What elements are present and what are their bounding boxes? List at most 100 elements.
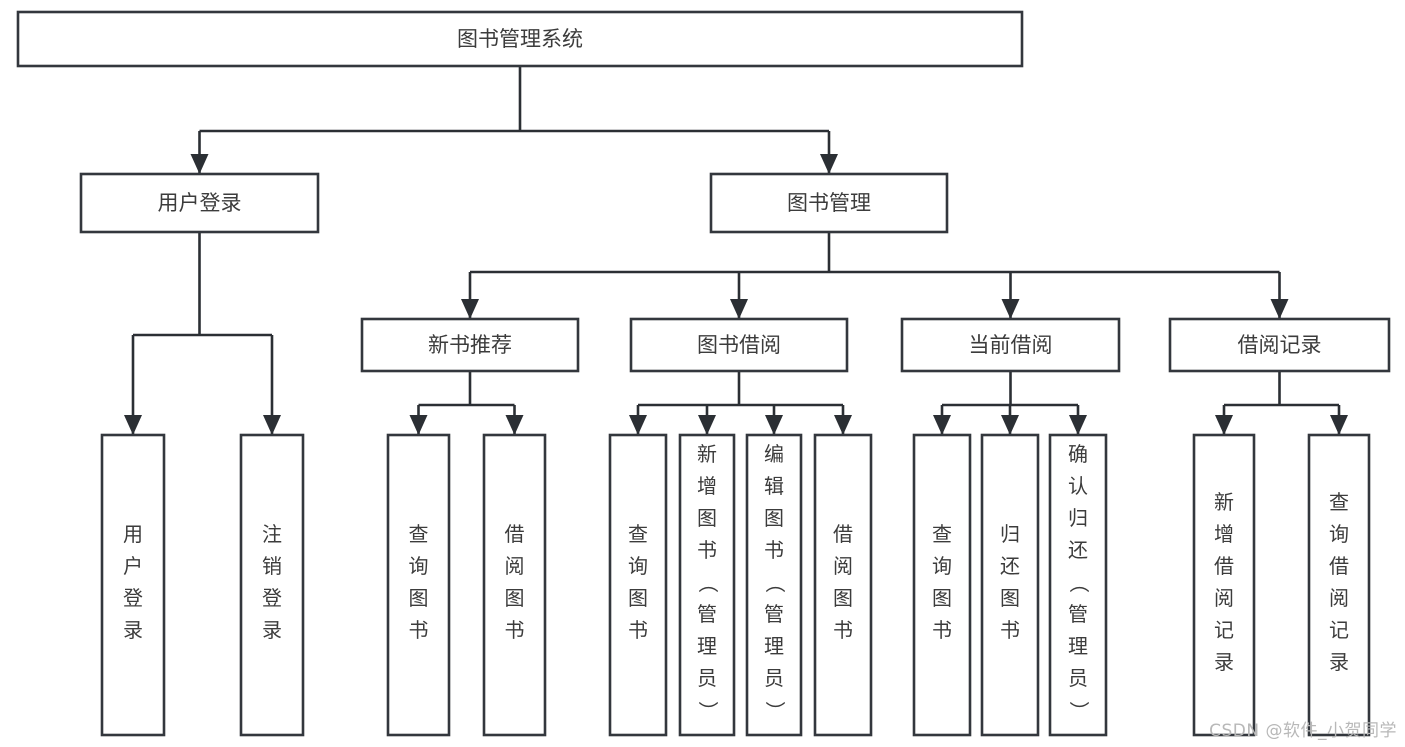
node-new-book-recommend-label: 新书推荐 bbox=[428, 333, 512, 357]
node-borrow-record-box[interactable] bbox=[1168, 317, 1391, 373]
svg-text:辑: 辑 bbox=[764, 474, 784, 498]
svg-text:）: ） bbox=[763, 701, 787, 721]
svg-text:借: 借 bbox=[833, 522, 853, 546]
svg-text:确: 确 bbox=[1068, 442, 1088, 466]
node-leaf-borrow-book-2-box[interactable] bbox=[813, 433, 873, 737]
svg-text:理: 理 bbox=[697, 634, 717, 658]
svg-text:查: 查 bbox=[409, 522, 429, 546]
arrow-head-icon bbox=[1001, 299, 1020, 319]
svg-text:增: 增 bbox=[697, 474, 717, 498]
svg-text:）: ） bbox=[696, 701, 720, 721]
svg-text:销: 销 bbox=[262, 554, 282, 578]
svg-text:图: 图 bbox=[628, 586, 648, 610]
node-borrow-record-label: 借阅记录 bbox=[1238, 333, 1322, 357]
svg-text:还: 还 bbox=[1000, 554, 1020, 578]
svg-text:管: 管 bbox=[697, 602, 717, 626]
node-leaf-user-login-label: 用户登录 bbox=[123, 522, 143, 642]
node-user-login-box[interactable] bbox=[79, 172, 320, 234]
arrow-head-icon bbox=[124, 415, 142, 435]
node-leaf-add-book-admin-box[interactable] bbox=[678, 433, 736, 737]
arrow-head-icon bbox=[461, 299, 479, 319]
svg-text:归: 归 bbox=[1000, 522, 1020, 546]
svg-text:录: 录 bbox=[1214, 650, 1234, 674]
node-layer: 图书管理系统用户登录图书管理新书推荐图书借阅当前借阅借阅记录用户登录注销登录查询… bbox=[16, 10, 1391, 737]
svg-text:查: 查 bbox=[932, 522, 952, 546]
node-leaf-borrow-book-1-box[interactable] bbox=[482, 433, 547, 737]
svg-text:借: 借 bbox=[1329, 554, 1349, 578]
svg-text:新: 新 bbox=[1214, 490, 1234, 514]
svg-text:书: 书 bbox=[409, 618, 429, 642]
svg-text:阅: 阅 bbox=[505, 554, 525, 578]
svg-text:图: 图 bbox=[409, 586, 429, 610]
svg-text:归: 归 bbox=[1068, 506, 1088, 530]
svg-text:理: 理 bbox=[764, 634, 784, 658]
node-current-borrow-box[interactable] bbox=[900, 317, 1121, 373]
node-leaf-user-logout-box[interactable] bbox=[239, 433, 305, 737]
svg-text:图: 图 bbox=[764, 506, 784, 530]
node-new-book-recommend-box[interactable] bbox=[360, 317, 580, 373]
svg-text:员: 员 bbox=[1068, 666, 1088, 690]
svg-text:（: （ bbox=[1067, 573, 1091, 593]
svg-text:图: 图 bbox=[505, 586, 525, 610]
svg-text:借: 借 bbox=[505, 522, 525, 546]
node-leaf-edit-book-admin-box[interactable] bbox=[745, 433, 803, 737]
node-leaf-query-book-3-box[interactable] bbox=[912, 433, 972, 737]
svg-text:询: 询 bbox=[932, 554, 952, 578]
arrow-head-icon bbox=[933, 415, 951, 435]
node-user-login-label: 用户登录 bbox=[158, 191, 242, 215]
svg-text:查: 查 bbox=[628, 522, 648, 546]
node-book-borrow-box[interactable] bbox=[629, 317, 849, 373]
node-book-borrow-label: 图书借阅 bbox=[697, 333, 781, 357]
node-root-label: 图书管理系统 bbox=[457, 27, 583, 51]
svg-text:登: 登 bbox=[123, 586, 143, 610]
node-leaf-query-book-1-box[interactable] bbox=[386, 433, 451, 737]
svg-text:书: 书 bbox=[1000, 618, 1020, 642]
node-leaf-query-borrow-rec-box[interactable] bbox=[1307, 433, 1371, 737]
node-leaf-user-login-box[interactable] bbox=[100, 433, 166, 737]
node-leaf-return-book-box[interactable] bbox=[980, 433, 1040, 737]
svg-text:图: 图 bbox=[833, 586, 853, 610]
svg-text:理: 理 bbox=[1068, 634, 1088, 658]
svg-text:还: 还 bbox=[1068, 538, 1088, 562]
svg-text:户: 户 bbox=[123, 554, 143, 578]
node-current-borrow-label: 当前借阅 bbox=[969, 333, 1053, 357]
node-book-manage-box[interactable] bbox=[709, 172, 949, 234]
arrow-head-icon bbox=[1069, 415, 1087, 435]
arrow-head-icon bbox=[765, 415, 783, 435]
svg-text:录: 录 bbox=[1329, 650, 1349, 674]
csdn-watermark: CSDN @软件_小贺同学 bbox=[1209, 721, 1397, 741]
node-root-box[interactable] bbox=[16, 10, 1024, 68]
svg-text:编: 编 bbox=[764, 442, 784, 466]
svg-text:书: 书 bbox=[764, 538, 784, 562]
node-leaf-confirm-return-box[interactable] bbox=[1048, 433, 1108, 737]
svg-text:管: 管 bbox=[764, 602, 784, 626]
svg-text:增: 增 bbox=[1214, 522, 1234, 546]
arrow-head-icon bbox=[263, 415, 281, 435]
node-leaf-add-borrow-record-box[interactable] bbox=[1192, 433, 1256, 737]
arrow-head-icon bbox=[820, 154, 838, 174]
svg-text:阅: 阅 bbox=[1214, 586, 1234, 610]
svg-text:（: （ bbox=[763, 573, 787, 593]
svg-text:记: 记 bbox=[1329, 618, 1349, 642]
svg-text:询: 询 bbox=[628, 554, 648, 578]
svg-text:阅: 阅 bbox=[833, 554, 853, 578]
svg-text:书: 书 bbox=[932, 618, 952, 642]
svg-text:询: 询 bbox=[1329, 522, 1349, 546]
arrow-head-icon bbox=[834, 415, 852, 435]
svg-text:录: 录 bbox=[262, 618, 282, 642]
svg-text:图: 图 bbox=[1000, 586, 1020, 610]
node-leaf-query-book-2-box[interactable] bbox=[608, 433, 668, 737]
svg-text:查: 查 bbox=[1329, 490, 1349, 514]
svg-text:认: 认 bbox=[1068, 474, 1088, 498]
arrow-head-icon bbox=[505, 415, 524, 435]
